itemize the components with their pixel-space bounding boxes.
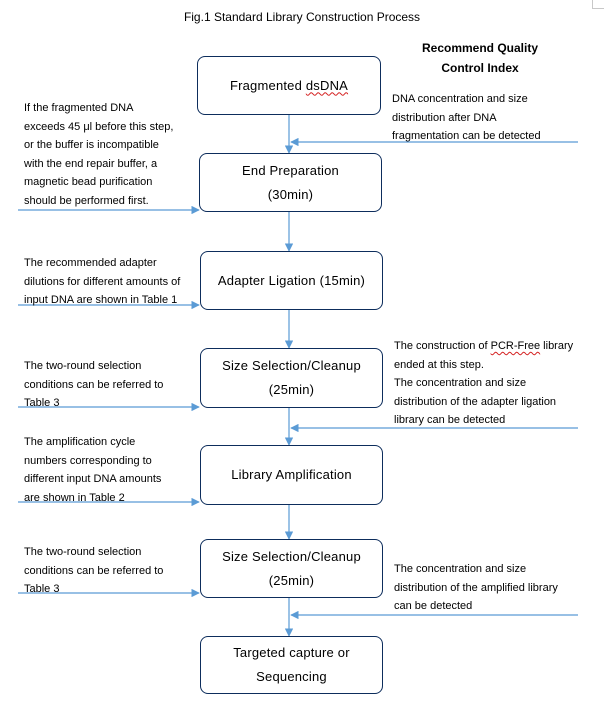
note-text: The construction of <box>394 340 491 352</box>
step-fragmented-dsdna: Fragmented dsDNA <box>197 56 381 115</box>
note-line: Table 3 <box>24 397 60 409</box>
step-7-line2: Sequencing <box>256 669 327 684</box>
step-targeted-capture: Targeted capture or Sequencing <box>200 636 383 694</box>
note-left-bead-purification: If the fragmented DNA exceeds 45 μl befo… <box>24 99 173 210</box>
note-line: fragmentation can be detected <box>392 130 541 142</box>
step-1-dsdna-text: dsDNA <box>305 77 349 93</box>
note-line: If the fragmented DNA <box>24 102 134 114</box>
note-line: are shown in Table 2 <box>24 491 125 504</box>
note-line: The recommended adapter <box>24 257 157 269</box>
step-size-selection-2: Size Selection/Cleanup (25min) <box>200 539 383 598</box>
note-line: ended at this step. <box>394 358 484 371</box>
step-library-amplification: Library Amplification <box>200 445 383 505</box>
step-adapter-ligation: Adapter Ligation (15min) <box>200 251 383 310</box>
qc-header-line1: Recommend Quality <box>421 41 539 55</box>
note-right-ligation-qc: The construction of PCR-Free library end… <box>394 337 573 430</box>
step-2-line2: (30min) <box>267 186 314 202</box>
note-line: should be performed first. <box>24 194 149 207</box>
note-line: distribution of the adapter ligation <box>394 395 557 408</box>
step-6-line1: Size Selection/Cleanup <box>222 548 361 564</box>
note-line: different input DNA amounts <box>24 473 162 485</box>
note-line: exceeds 45 μl before this step, <box>24 120 174 133</box>
step-7-line1: Targeted capture or <box>233 645 350 660</box>
note-line: distribution of the amplified library <box>394 581 558 594</box>
step-2-line1: End Preparation <box>242 162 339 178</box>
qc-header-line2: Control Index <box>441 61 519 75</box>
note-text-pcr-free: PCR-Free <box>490 340 541 352</box>
step-1-line1: Fragmented dsDNA <box>229 77 349 93</box>
note-line: or the buffer is incompatible <box>24 139 159 151</box>
note-line: conditions can be referred to <box>24 564 164 577</box>
note-line: The amplification cycle <box>24 436 136 448</box>
note-line: The two-round selection <box>24 546 142 558</box>
note-line: can be detected <box>394 600 473 612</box>
page-corner-mark <box>592 0 604 9</box>
qc-header: Recommend Quality Control Index <box>410 38 550 78</box>
note-line: library can be detected <box>394 414 506 426</box>
note-line: The two-round selection <box>24 360 142 372</box>
note-line: conditions can be referred to <box>24 378 164 391</box>
note-left-amplification-cycles: The amplification cycle numbers correspo… <box>24 433 161 507</box>
note-text: library <box>540 340 574 352</box>
step-4-line2: (25min) <box>268 382 315 397</box>
note-line: Table 3 <box>24 583 60 595</box>
note-left-adapter-dilutions: The recommended adapter dilutions for di… <box>24 254 180 310</box>
step-5-line1: Library Amplification <box>231 467 352 482</box>
note-line: dilutions for different amounts of <box>24 275 181 288</box>
note-line-pcr-free: The construction of PCR-Free library <box>394 337 573 356</box>
note-line: numbers corresponding to <box>24 454 152 467</box>
note-line: magnetic bead purification <box>24 176 153 188</box>
note-right-fragmentation-qc: DNA concentration and size distribution … <box>392 90 541 146</box>
note-line: with the end repair buffer, a <box>24 157 158 170</box>
note-line: input DNA are shown in Table 1 <box>24 294 178 306</box>
figure-title: Fig.1 Standard Library Construction Proc… <box>183 10 421 24</box>
note-line: The concentration and size <box>394 377 527 389</box>
step-4-line1: Size Selection/Cleanup <box>222 358 361 373</box>
note-left-selection-conditions-2: The two-round selection conditions can b… <box>24 543 163 599</box>
step-6-line2: (25min) <box>268 572 315 588</box>
note-line: DNA concentration and size <box>392 93 528 105</box>
note-line: The concentration and size <box>394 563 527 575</box>
note-line: distribution after DNA <box>392 111 497 124</box>
note-left-selection-conditions-1: The two-round selection conditions can b… <box>24 357 163 413</box>
note-right-amplified-qc: The concentration and size distribution … <box>394 560 558 616</box>
step-3-line1: Adapter Ligation (15min) <box>217 272 366 288</box>
step-size-selection-1: Size Selection/Cleanup (25min) <box>200 348 383 408</box>
step-end-preparation: End Preparation (30min) <box>199 153 382 212</box>
